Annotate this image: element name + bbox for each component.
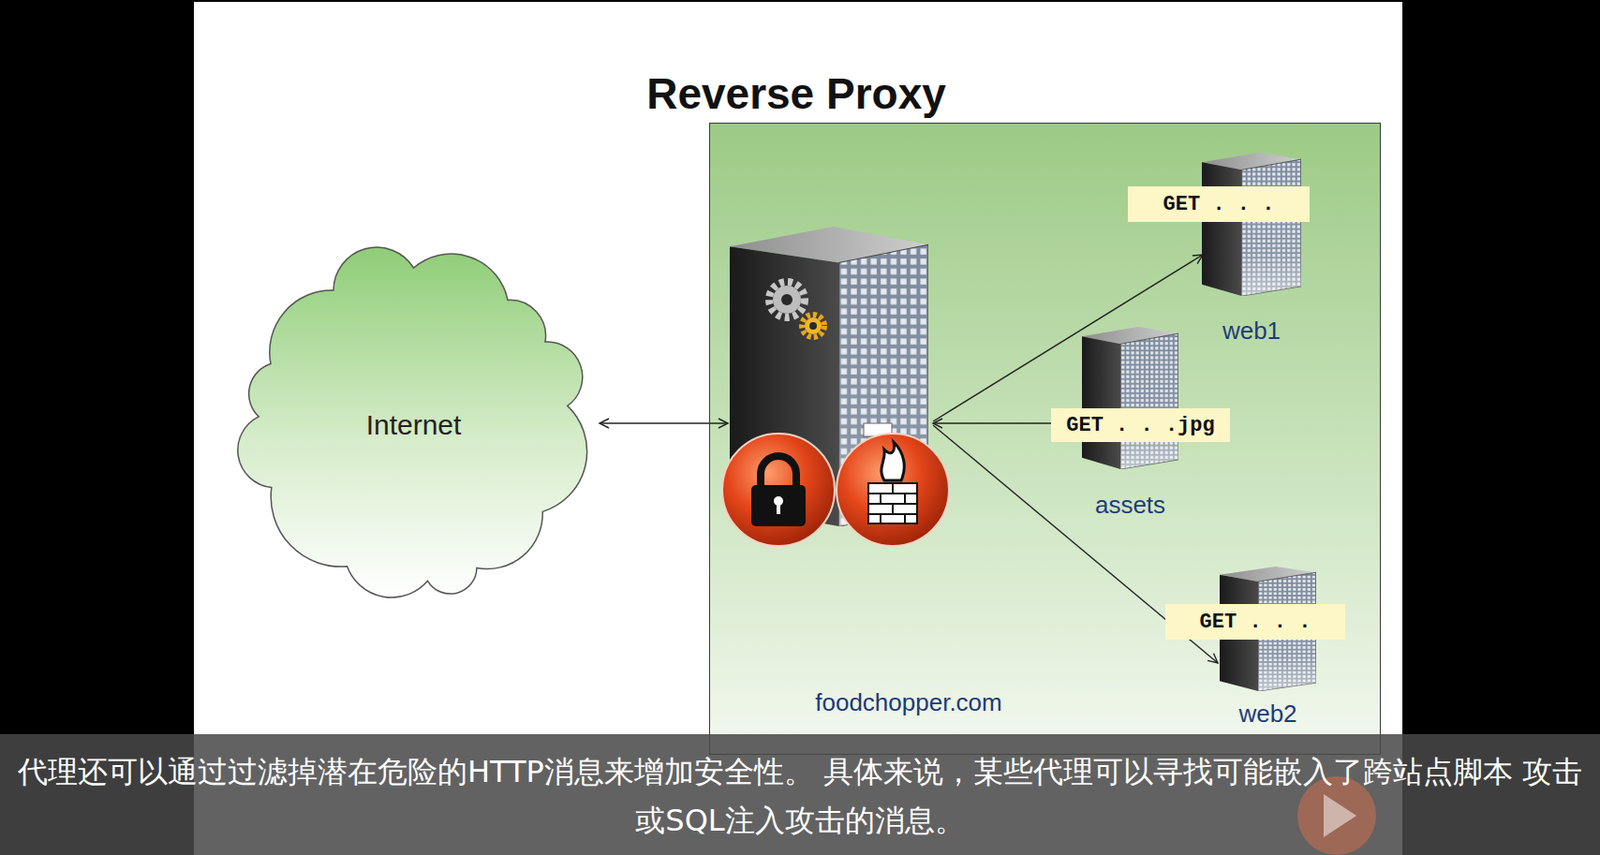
region-fill — [709, 122, 1381, 756]
server-label: assets — [1095, 490, 1166, 519]
request-label: GET . . .jpg — [1066, 414, 1215, 438]
request-label: GET . . . — [1163, 192, 1275, 217]
cloud-shape — [237, 247, 588, 598]
internet-cloud: Internet — [224, 232, 603, 618]
domain-label: foodchopper.com — [814, 688, 1002, 718]
server-node: web2 — [1219, 566, 1317, 728]
server-label: web2 — [1238, 699, 1297, 728]
network-region: foodchopper.comweb1GET . . .assetsGET . … — [709, 122, 1381, 756]
subtitle-caption: 代理还可以通过过滤掉潜在危险的HTTP消息来增加安全性。 具体来说，某些代理可以… — [13, 747, 1587, 845]
cloud-label: Internet — [366, 409, 462, 442]
server-node: web1 — [1201, 152, 1302, 345]
server-label: web1 — [1222, 316, 1281, 345]
assets-arrow — [933, 422, 1052, 424]
request-label: GET . . . — [1200, 610, 1312, 635]
request-box: GET . . . — [1165, 604, 1346, 640]
slide-title: Reverse Proxy — [515, 67, 1078, 120]
request-box: GET . . . — [1127, 186, 1310, 223]
assets-server — [1081, 326, 1179, 470]
firewall-icon — [836, 433, 949, 547]
lock-icon — [722, 433, 835, 547]
gear-icon — [769, 281, 825, 338]
slide-panel — [193, 1, 1403, 855]
request-box: GET . . .jpg — [1051, 408, 1230, 443]
web1-server — [1201, 152, 1302, 297]
